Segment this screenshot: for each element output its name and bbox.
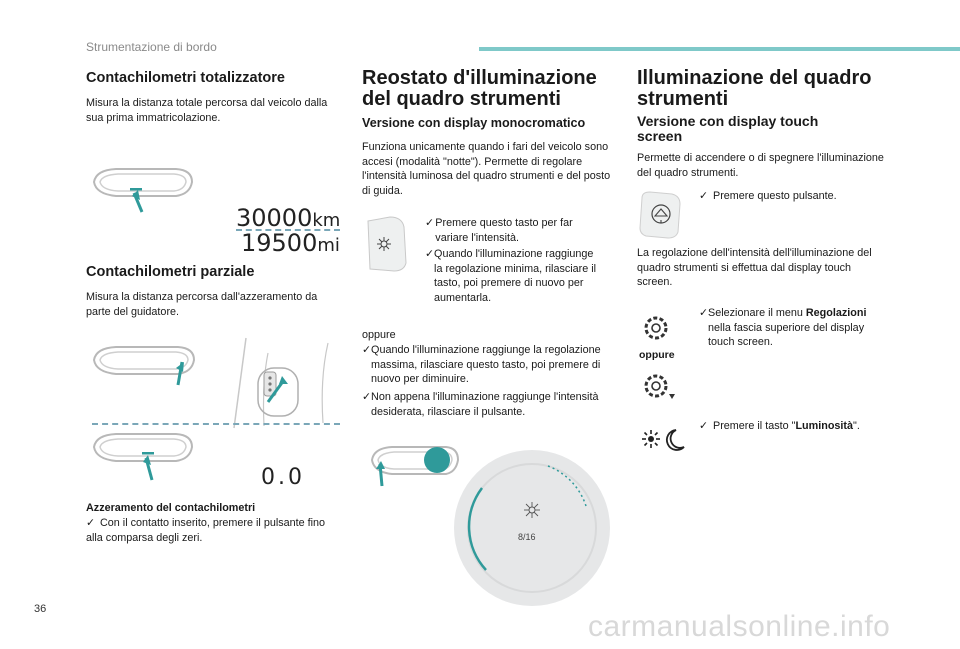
odo-km-unit: km (312, 210, 341, 231)
panel-lighting-subtitle: Versione con display touch screen (637, 113, 819, 144)
trip-title: Contachilometri parziale (86, 264, 255, 280)
trip-reset-illustration (92, 433, 194, 481)
reset-title: Azzeramento del contachilometri (86, 502, 256, 514)
trip-dashboard-illustration (92, 346, 196, 386)
dimmer-title: Reostato d'illuminazione del quadro stru… (362, 67, 597, 110)
odo-mi-unit: mi (317, 235, 340, 256)
odometer-title: Contachilometri totalizzatore (86, 70, 285, 86)
dimmer-bullet-2: ✓Quando l'illuminazione raggiunge la reg… (425, 248, 597, 304)
odometer-dashboard-illustration (92, 168, 194, 213)
header-accent-bar (479, 47, 960, 51)
odometer-km-readout: 30000km (236, 204, 340, 232)
odometer-mi-readout: 19500mi (241, 229, 340, 257)
odometer-body: Misura la distanza totale percorsa dal v… (86, 97, 328, 124)
dimmer-or-label: oppure (362, 329, 396, 341)
odo-km-value: 30000 (236, 204, 313, 232)
dimmer-intro: Funziona unicamente quando i fari del ve… (362, 141, 611, 197)
page-number: 36 (34, 603, 47, 615)
dimmer-dashboard-illustration (370, 446, 460, 487)
gauge-button-dot (424, 447, 450, 473)
gear-icon (644, 316, 668, 340)
brightness-night-icon (642, 429, 685, 451)
panel-or-label: oppure (639, 349, 675, 361)
odo-mi-value: 19500 (241, 229, 318, 257)
gauge-value: 8/16 (518, 532, 536, 542)
gear-menu-icon (644, 374, 675, 399)
section-title: Strumentazione di bordo (86, 40, 217, 54)
panel-para-2: La regolazione dell'intensità dell'illum… (637, 247, 872, 289)
dimmer-bullet-1: ✓Premere questo tasto per far variare l'… (425, 217, 573, 244)
trip-stalk-illustration (233, 337, 329, 429)
dimmer-bullet-3: ✓Quando l'illuminazione raggiunge la reg… (362, 344, 601, 386)
trip-divider (92, 423, 340, 425)
panel-bullet-1: ✓Premere questo pulsante. (699, 190, 837, 202)
panel-bullet-2: ✓Selezionare il menu Regolazioni nella f… (699, 307, 867, 349)
panel-button-illustration (639, 191, 681, 239)
dimmer-button-illustration (367, 216, 407, 272)
trip-body: Misura la distanza percorsa dall'azzeram… (86, 291, 318, 318)
check-icon: ✓ (86, 517, 96, 529)
watermark: carmanualsonline.info (588, 610, 891, 643)
trip-readout: 0.0 (261, 465, 305, 490)
dimmer-subtitle: Versione con display monocromatico (362, 116, 586, 130)
brightness-gauge (424, 447, 610, 606)
reset-bullet: ✓Con il contatto inserito, premere il pu… (86, 517, 326, 544)
panel-lighting-title: Illuminazione del quadro strumenti (637, 67, 872, 110)
odo-divider (236, 229, 340, 231)
panel-bullet-3: ✓Premere il tasto "Luminosità". (699, 420, 860, 432)
dimmer-bullet-4: ✓Non appena l'illuminazione raggiunge l'… (362, 391, 599, 418)
sun-icon (380, 240, 388, 248)
panel-lighting-intro: Permette di accendere o di spegnere l'il… (637, 152, 884, 179)
